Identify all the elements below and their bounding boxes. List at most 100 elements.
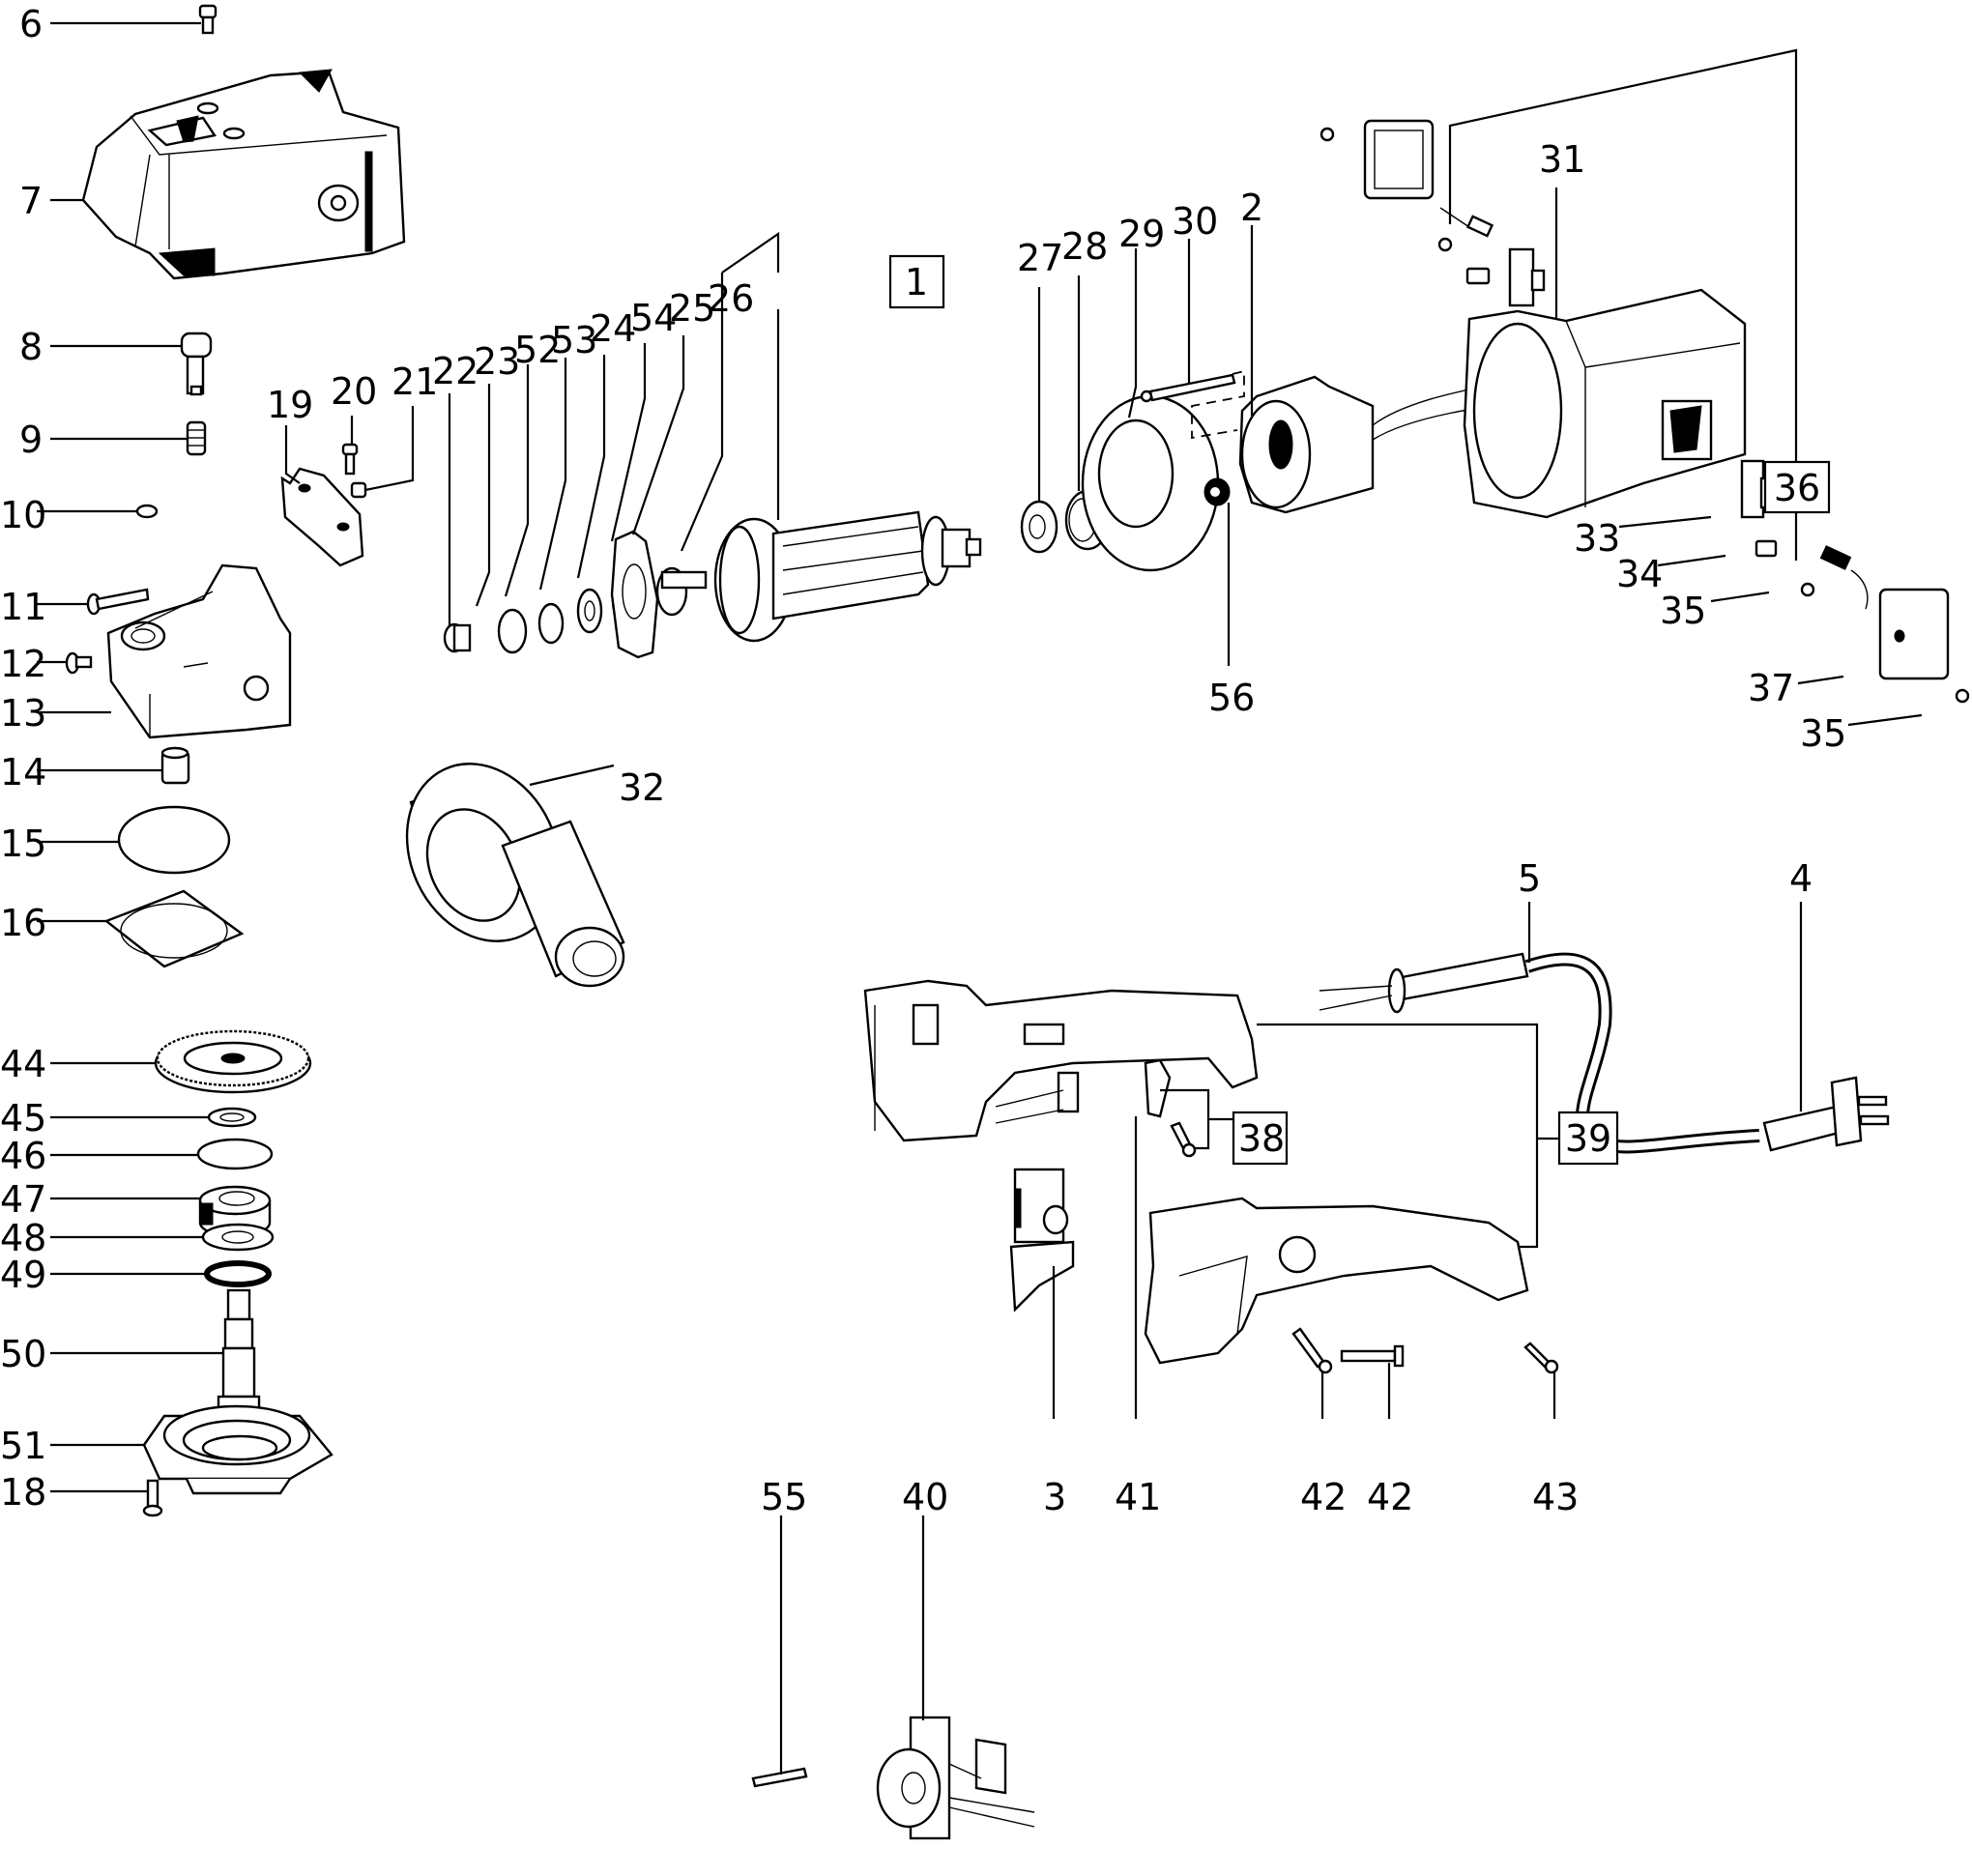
callout-19: 19 <box>267 384 313 426</box>
callout-56: 56 <box>1208 677 1255 719</box>
part-29-baffle-ring <box>1081 394 1220 572</box>
callout-42b: 42 <box>1367 1476 1413 1518</box>
part-40-electronics-module <box>876 1716 1035 1840</box>
part-53-washer <box>576 588 603 634</box>
callout-35b: 35 <box>1800 712 1846 755</box>
part-52-ring <box>537 602 565 645</box>
part-37-brush-cover <box>1878 588 1950 680</box>
part-39-handle-half-lower <box>1144 1197 1529 1365</box>
callout-12: 12 <box>0 643 46 685</box>
part-34-nut-plate <box>1754 539 1778 558</box>
callout-40: 40 <box>902 1476 948 1518</box>
part-14-needle-bearing <box>160 746 190 785</box>
callout-8: 8 <box>19 326 43 368</box>
callout-21: 21 <box>392 361 438 403</box>
part-22-nut <box>443 622 472 653</box>
callout-11: 11 <box>0 586 46 628</box>
callout-47: 47 <box>0 1178 46 1221</box>
part-12-screw <box>65 651 93 675</box>
callout-20: 20 <box>331 370 377 413</box>
boxed-callout-39: 39 <box>1557 1111 1619 1166</box>
callout-10: 10 <box>0 494 46 536</box>
part-39-handle-half-upper <box>863 979 1259 1142</box>
callout-37: 37 <box>1748 667 1794 709</box>
callout-52: 52 <box>514 329 561 371</box>
callout-22: 22 <box>432 350 478 392</box>
callout-44: 44 <box>0 1043 46 1085</box>
callout-13: 13 <box>0 692 46 735</box>
part-42-screw-b <box>1340 1344 1405 1368</box>
part-51-bearing-flange <box>142 1404 334 1495</box>
part-31-motor-housing <box>1463 288 1747 519</box>
callout-16: 16 <box>0 902 46 944</box>
part-23-seal <box>497 608 528 654</box>
part-46-circlip <box>196 1138 274 1170</box>
part-48-washer <box>201 1223 275 1252</box>
callout-15: 15 <box>0 823 46 865</box>
callout-28: 28 <box>1061 225 1108 268</box>
part-35-screw <box>1800 582 1815 597</box>
callout-18: 18 <box>0 1471 46 1514</box>
callout-23: 23 <box>474 340 520 383</box>
part-43-screw <box>1523 1342 1559 1374</box>
part-16-gasket-plate <box>103 889 245 968</box>
part-10-o-ring <box>135 504 159 519</box>
callout-29: 29 <box>1118 213 1165 255</box>
part-6-screw <box>198 4 218 35</box>
svg-text:1: 1 <box>905 261 928 303</box>
boxed-callout-36: 36 <box>1763 460 1831 514</box>
svg-text:38: 38 <box>1238 1117 1285 1160</box>
part-32-side-handle <box>405 763 625 988</box>
part-56-grommet <box>1204 477 1231 506</box>
callout-6: 6 <box>19 3 43 45</box>
callout-25: 25 <box>669 287 715 330</box>
callout-27: 27 <box>1017 237 1063 279</box>
part-30-screw <box>1140 369 1245 440</box>
callout-5: 5 <box>1518 857 1541 900</box>
svg-text:36: 36 <box>1774 467 1820 509</box>
part-11-long-screw <box>86 588 150 616</box>
leader-lines <box>37 21 1923 1775</box>
part-19-clamp-piece <box>280 467 364 567</box>
callout-55: 55 <box>761 1476 807 1518</box>
callout-42a: 42 <box>1300 1476 1347 1518</box>
part-13-gear-housing <box>106 563 292 739</box>
part-brush-cover-top <box>1363 119 1435 200</box>
part-carbon-brush <box>1819 545 1869 610</box>
callout-54: 54 <box>630 297 677 339</box>
callout-41: 41 <box>1115 1476 1161 1518</box>
callout-3: 3 <box>1043 1476 1066 1518</box>
part-45-washer <box>207 1107 257 1128</box>
part-18-screw <box>142 1479 163 1517</box>
callout-24: 24 <box>590 307 636 350</box>
callout-31: 31 <box>1539 138 1585 181</box>
part-38-cable-clamp <box>1144 1058 1197 1158</box>
callout-43: 43 <box>1532 1476 1579 1518</box>
part-1-armature-assembly <box>660 510 982 643</box>
callout-26: 26 <box>708 277 754 320</box>
callout-51: 51 <box>0 1425 46 1467</box>
part-15-gasket <box>117 805 231 875</box>
callout-53: 53 <box>551 319 597 361</box>
callout-33: 33 <box>1574 517 1620 560</box>
callout-46: 46 <box>0 1135 46 1177</box>
part-44-crown-gear <box>154 1029 312 1094</box>
callout-labels: 6 7 8 9 10 11 12 13 14 15 16 44 45 46 47… <box>0 3 1846 1518</box>
part-41-wire-connector <box>995 1071 1080 1124</box>
callout-50: 50 <box>0 1333 46 1375</box>
part-21-bush <box>350 481 367 499</box>
part-35-screw-2 <box>1955 688 1970 704</box>
callout-49: 49 <box>0 1254 46 1296</box>
part-3-switch <box>1009 1168 1075 1313</box>
part-20-small-screw <box>341 443 359 476</box>
part-brush-holder-top <box>1508 247 1546 307</box>
callout-9: 9 <box>19 418 43 461</box>
part-screw-top-1 <box>1320 127 1335 142</box>
part-screw-top-2 <box>1437 237 1453 252</box>
part-9-spring <box>186 420 207 456</box>
part-55-pin <box>751 1767 808 1788</box>
callout-14: 14 <box>0 751 46 794</box>
callout-4: 4 <box>1789 857 1812 900</box>
part-5-cable-sleeve <box>1319 952 1529 1014</box>
part-49-seal-ring <box>204 1260 272 1287</box>
